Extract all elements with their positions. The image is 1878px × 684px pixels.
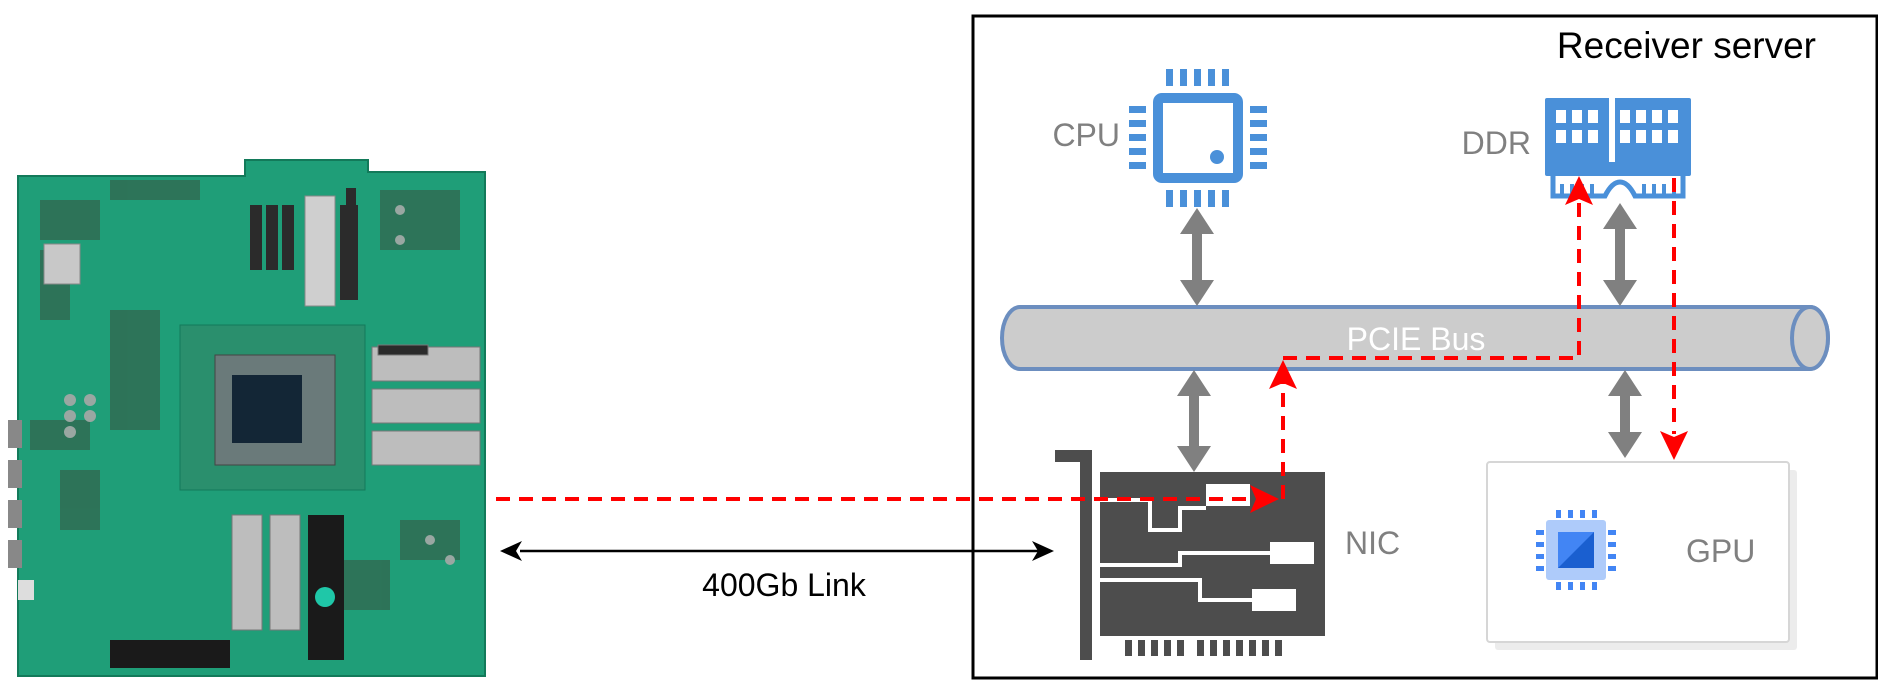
server-title: Receiver server [1557, 25, 1816, 66]
arrowhead-down-gpu [1660, 431, 1688, 460]
nic-label: NIC [1345, 525, 1400, 561]
nic-card-icon [1055, 450, 1325, 660]
pcie-bus [1000, 305, 1830, 371]
cpu-chip-icon [1129, 69, 1267, 207]
ddr-memory-module-icon [1545, 98, 1691, 199]
data-path-bus-to-ddr [1283, 198, 1581, 360]
gpu-chip-icon [1536, 510, 1616, 590]
arrowhead-up-bus [1269, 360, 1297, 389]
nic-bus-arrow [1177, 370, 1211, 472]
cpu-bus-arrow [1180, 208, 1214, 306]
data-path [496, 178, 1676, 501]
ddr-label: DDR [1462, 125, 1531, 161]
fpga-board-image [8, 159, 486, 677]
cpu-label: CPU [1052, 117, 1120, 153]
link-arrow [500, 541, 1054, 561]
gpu-label: GPU [1686, 533, 1755, 569]
ddr-bus-arrow [1603, 203, 1637, 306]
gpu-bus-arrow [1608, 370, 1642, 458]
gpu-card [1486, 461, 1797, 650]
receiver-server-box [971, 14, 1878, 680]
pcie-bus-label: PCIE Bus [1347, 321, 1486, 357]
arrowhead-up-ddr [1565, 176, 1593, 205]
link-label: 400Gb Link [702, 567, 867, 603]
data-path-arrowheads [1250, 176, 1688, 513]
arrowhead-into-nic [1250, 485, 1279, 513]
